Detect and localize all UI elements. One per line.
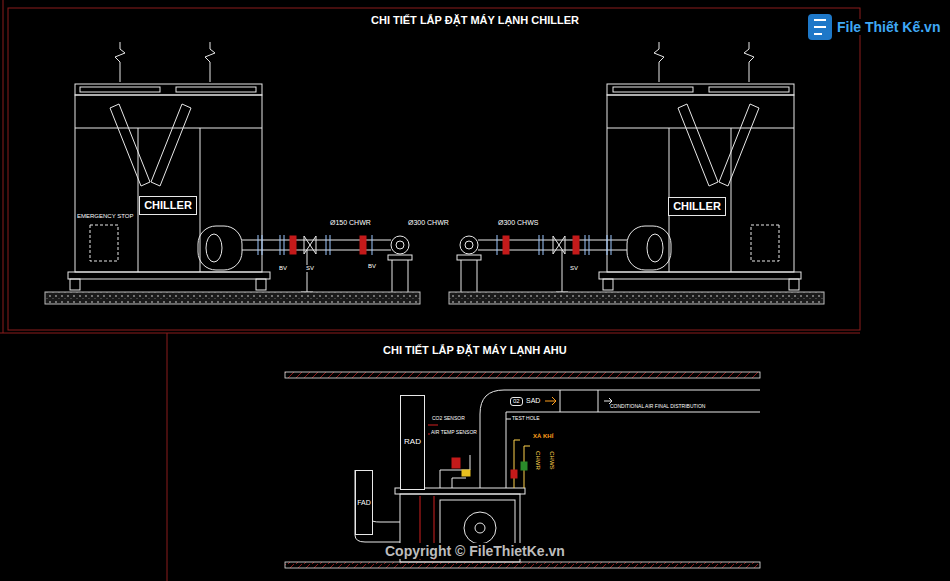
chiller-unit-part-part — [280, 235, 281, 255]
pipe-size-label: Ø300 CHWS — [497, 219, 539, 227]
logo-icon — [808, 14, 832, 40]
sheet-frame-part — [167, 333, 168, 581]
chiller-unit-part — [256, 279, 266, 290]
callout-number: 02 — [510, 397, 523, 406]
node-text: CHILLER — [673, 200, 721, 212]
chiller-unit-part — [176, 87, 256, 92]
chiller-unit-part — [68, 272, 270, 279]
ahu-unit-part — [511, 470, 517, 478]
ahu-unit-part — [506, 412, 760, 488]
sheet-frame-part — [3, 0, 4, 333]
chiller-unit-part — [75, 128, 262, 129]
chiller-unit-part-part — [262, 235, 263, 255]
valve-tag: SV — [569, 265, 579, 272]
ahu-unit-part — [560, 390, 561, 412]
chiller-unit-part — [45, 292, 420, 304]
chiller-unit — [449, 42, 824, 304]
duct-label: SAD — [525, 397, 541, 405]
chiller-unit-part — [200, 128, 201, 272]
logo-text: File Thiết Kế.vn — [836, 19, 941, 35]
logo-icon-part — [814, 20, 826, 34]
chiller-unit-part — [360, 236, 366, 254]
ahu-unit-part — [475, 523, 485, 533]
chiller-unit-part — [205, 42, 215, 82]
chiller-unit-part — [206, 234, 222, 262]
logo-icon-part — [808, 14, 832, 40]
chiller-unit-part — [75, 95, 262, 272]
chiller-nameplate: CHILLER — [668, 197, 726, 216]
chiller-nameplate: CHILLER — [139, 196, 197, 215]
sheet-frame-part — [8, 8, 860, 330]
ahu-unit-part — [521, 462, 527, 470]
ahu-unit-part — [480, 390, 760, 488]
chiller-unit-part — [115, 42, 125, 82]
chiller-unit-part-part — [326, 235, 327, 255]
node-text: RAD — [404, 438, 421, 447]
section-title: CHI TIẾT LẮP ĐẶT MÁY LẠNH AHU — [382, 344, 568, 357]
watermark: Copyright © FileThietKe.vn — [384, 543, 566, 559]
chiller-unit-part — [396, 241, 404, 249]
ahu-unit-part — [464, 512, 496, 544]
ahu-unit-part — [452, 458, 460, 468]
node-text: CHILLER — [144, 199, 192, 211]
ahu-unit-part — [355, 470, 400, 542]
ceiling-slab-part — [285, 372, 760, 378]
chiller-unit-part — [290, 236, 296, 254]
sensor-label: AIR TEMP SENSOR — [430, 430, 478, 436]
chiller-unit-part — [388, 255, 412, 260]
chiller-unit-part-part — [372, 235, 373, 255]
ahu-unit-part — [462, 470, 470, 476]
sheet-title: CHI TIẾT LẮP ĐẶT MÁY LẠNH CHILLER — [370, 14, 580, 27]
chiller-unit-part — [391, 236, 409, 254]
chiller-unit-part — [80, 87, 160, 92]
chiller-unit-part — [304, 236, 316, 254]
sheet-frame-part — [0, 333, 860, 334]
pipe-label: CHWR — [534, 450, 541, 471]
chiller-unit-part — [258, 235, 372, 255]
chiller-unit-part-part — [284, 235, 285, 255]
chiller-unit-part — [90, 225, 118, 261]
ceiling-slab-part — [285, 562, 760, 568]
return-air-duct: RAD — [400, 395, 425, 490]
chiller-unit-part — [110, 104, 150, 186]
fresh-air-duct: FAD — [355, 470, 373, 535]
valve-tag: SV — [305, 265, 315, 272]
chiller-unit-part — [408, 260, 409, 292]
chiller-unit-part — [198, 226, 242, 270]
ahu-unit — [355, 390, 760, 562]
ahu-unit-part — [514, 440, 530, 488]
chiller-unit-part — [392, 260, 393, 292]
pipe-size-label: Ø300 CHWR — [407, 219, 450, 227]
ahu-unit-part — [452, 478, 466, 488]
chiller-unit — [45, 42, 420, 304]
chiller-unit-part — [151, 104, 191, 186]
pipe-size-label: Ø150 CHWR — [329, 219, 372, 227]
ahu-unit-part — [545, 397, 556, 405]
valve-tag: BV — [367, 263, 377, 270]
pipe-label: CHWS — [548, 450, 555, 470]
panel-label: EMERGENCY STOP — [76, 213, 134, 220]
chiller-unit-part — [75, 84, 262, 95]
node-text: FAD — [357, 499, 371, 507]
sheet-frame — [0, 0, 860, 581]
ceiling-slab — [285, 372, 760, 568]
ahu-unit-part — [598, 390, 599, 412]
chiller-unit-part — [70, 279, 80, 290]
ahu-unit-part — [440, 455, 470, 488]
air-vent-label: XẢ KHÍ — [532, 433, 554, 440]
sensor-label: CO2 SENSOR — [431, 416, 466, 422]
chiller-unit-part-part — [258, 235, 259, 255]
duct-note: CONDITIONAL AIR FINAL DISTRIBUTION — [609, 404, 706, 410]
test-hole-label: TEST HOLE — [511, 416, 541, 422]
valve-tag: BV — [278, 265, 288, 272]
chiller-unit-part-part — [330, 235, 331, 255]
